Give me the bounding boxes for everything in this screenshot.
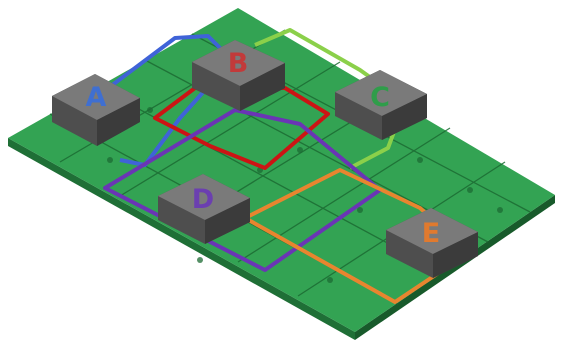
- chip-a-label: A: [86, 82, 107, 113]
- chip-e-label: E: [422, 218, 440, 249]
- board: [8, 8, 555, 340]
- chip-d-label: D: [192, 184, 214, 215]
- chip-c-label: C: [370, 82, 390, 113]
- chip-b-label: B: [228, 48, 249, 79]
- board-top: [8, 8, 555, 332]
